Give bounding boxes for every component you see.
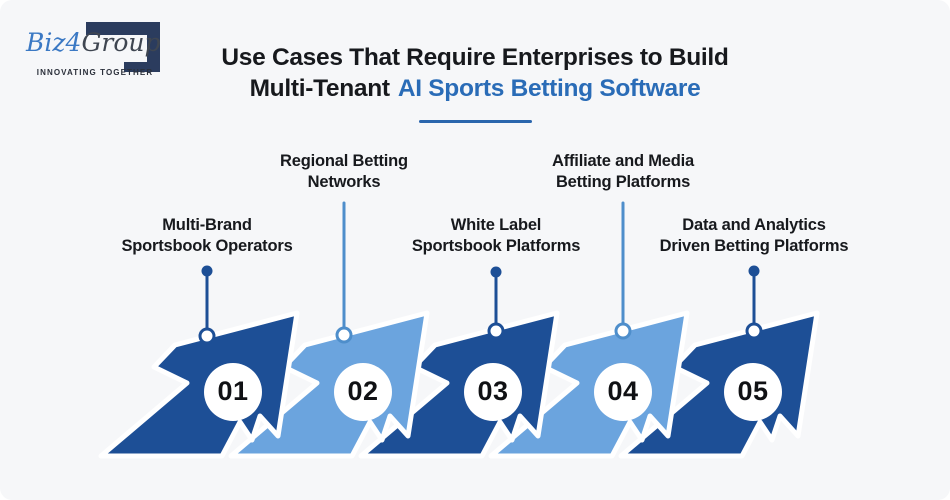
connectors [198, 201, 763, 345]
step-label-1-line1: Multi-Brand [162, 216, 252, 234]
step-label-3-line1: White Label [450, 216, 542, 234]
logo-text-biz: Biz [26, 28, 66, 57]
logo-text-group: Group [81, 28, 161, 57]
step-label-2-line1: Regional Betting [280, 152, 408, 170]
logo-wordmark: Biz4Group [26, 30, 161, 55]
number-circle-4 [594, 363, 652, 421]
logo-tagline: INNOVATING TOGETHER [36, 68, 154, 77]
step-label-5-line1: Data and Analytics [682, 216, 826, 234]
step-label-2: Regional Betting Networks [219, 151, 469, 193]
step-label-4-line1: Affiliate and Media [552, 152, 694, 170]
step-number-3: 03 [477, 376, 509, 406]
title-line-2-prefix: Multi-Tenant [249, 75, 391, 102]
number-circles [204, 363, 782, 421]
step-label-1: Multi-Brand Sportsbook Operators [82, 215, 332, 257]
number-circle-1 [204, 363, 262, 421]
connector-dot-1 [201, 265, 213, 277]
step-label-4-line2: Betting Platforms [555, 173, 691, 191]
number-circle-5 [724, 363, 782, 421]
step-label-5-line2: Driven Betting Platforms [659, 237, 849, 255]
title-underline [419, 120, 532, 123]
title-line-2-accent: AI Sports Betting Software [397, 75, 701, 102]
arrow-shape-1 [98, 310, 300, 459]
biz4group-logo: Biz4Group INNOVATING TOGETHER [24, 12, 174, 90]
step-number-5: 05 [737, 376, 769, 406]
number-circle-3 [464, 363, 522, 421]
connector-dot-3 [490, 266, 502, 278]
step-label-5: Data and Analytics Driven Betting Platfo… [629, 215, 879, 257]
connector-ring-1 [198, 327, 216, 345]
arrow-shapes [98, 310, 820, 459]
page-title: Use Cases That Require Enterprises to Bu… [0, 42, 950, 104]
step-label-2-line2: Networks [307, 173, 381, 191]
logo-bracket-icon [124, 62, 160, 72]
step-label-3-line2: Sportsbook Platforms [411, 237, 581, 255]
connector-ring-3 [487, 322, 505, 340]
step-number-2: 02 [347, 376, 379, 406]
logo-bracket-icon [147, 22, 160, 72]
step-number-4: 04 [607, 376, 639, 406]
step-label-1-line2: Sportsbook Operators [121, 237, 293, 255]
connector-ring-2 [335, 326, 353, 344]
step-label-4: Affiliate and Media Betting Platforms [498, 151, 748, 193]
logo-bracket-icon [86, 22, 160, 35]
connector-ring-4 [614, 322, 632, 340]
logo-text-4: 4 [65, 28, 82, 57]
title-line-1: Use Cases That Require Enterprises to Bu… [221, 44, 729, 71]
connector-dot-5 [748, 265, 760, 277]
number-circle-2 [334, 363, 392, 421]
step-label-3: White Label Sportsbook Platforms [371, 215, 621, 257]
connector-ring-5 [745, 322, 763, 340]
step-number-1: 01 [217, 376, 249, 406]
